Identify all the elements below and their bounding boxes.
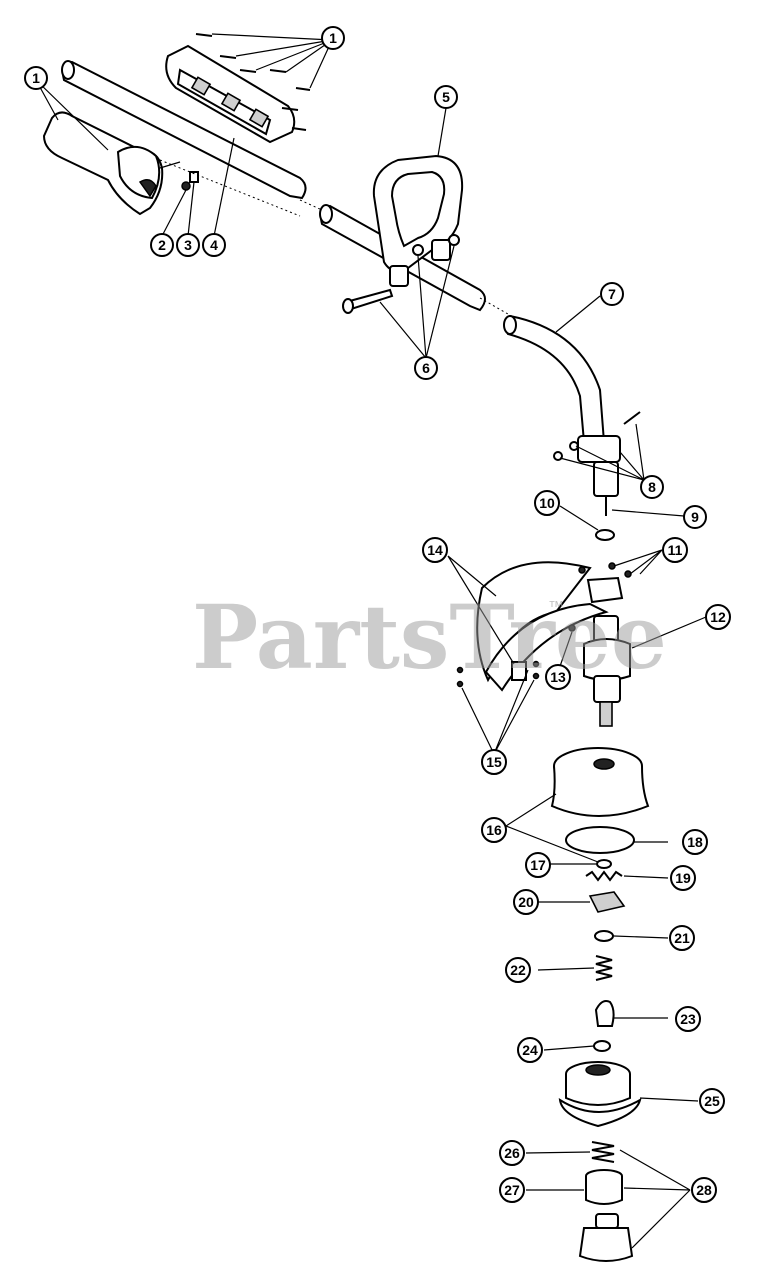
- gearhead-screw: [568, 624, 576, 632]
- callout-10[interactable]: 10: [534, 490, 560, 516]
- callout-4[interactable]: 4: [202, 233, 226, 257]
- callout-20[interactable]: 20: [513, 889, 539, 915]
- compression-spring: [595, 955, 613, 981]
- callout-22[interactable]: 22: [505, 957, 531, 983]
- callout-24[interactable]: 24: [517, 1037, 543, 1063]
- callout-3[interactable]: 3: [176, 233, 200, 257]
- svg-text:20: 20: [518, 894, 534, 910]
- callout-17[interactable]: 17: [525, 852, 551, 878]
- housing-screws: [195, 33, 311, 131]
- svg-text:8: 8: [648, 479, 656, 495]
- handle-bolt: [342, 234, 460, 314]
- svg-text:26: 26: [504, 1145, 520, 1161]
- svg-text:1: 1: [329, 30, 337, 46]
- callout-16[interactable]: 16: [481, 817, 507, 843]
- handle-housing-left: [42, 111, 181, 216]
- callout-19[interactable]: 19: [670, 865, 696, 891]
- svg-text:21: 21: [674, 930, 690, 946]
- callout-27[interactable]: 27: [499, 1177, 525, 1203]
- svg-text:24: 24: [522, 1042, 538, 1058]
- gearhead-housing: [583, 615, 631, 727]
- callout-9[interactable]: 9: [683, 505, 707, 529]
- svg-text:3: 3: [184, 237, 192, 253]
- lock-nut: [181, 181, 191, 191]
- callout-11[interactable]: 11: [662, 537, 688, 563]
- svg-text:5: 5: [442, 89, 450, 105]
- watermark-trademark: ™: [548, 599, 564, 616]
- callout-25[interactable]: 25: [699, 1088, 725, 1114]
- svg-text:22: 22: [510, 962, 526, 978]
- callout-26[interactable]: 26: [499, 1140, 525, 1166]
- svg-text:18: 18: [687, 834, 703, 850]
- upper-shaft: [61, 60, 307, 200]
- part-drawings: [42, 33, 650, 1262]
- svg-text:6: 6: [422, 360, 430, 376]
- bump-knob: [578, 1213, 634, 1262]
- curved-lower-shaft: [503, 314, 606, 443]
- o-ring: [565, 826, 635, 854]
- svg-text:15: 15: [486, 754, 502, 770]
- guard-screws: [456, 660, 540, 688]
- callout-14[interactable]: 14: [422, 537, 448, 563]
- svg-text:27: 27: [504, 1182, 520, 1198]
- shaft-clamp: [553, 411, 641, 497]
- svg-text:9: 9: [691, 509, 699, 525]
- callout-23[interactable]: 23: [675, 1006, 701, 1032]
- svg-text:23: 23: [680, 1011, 696, 1027]
- shaft-washer: [595, 529, 615, 541]
- svg-text:25: 25: [704, 1093, 720, 1109]
- guard-bracket: [578, 562, 632, 604]
- spool-housing: [550, 747, 650, 817]
- handle-housing-right: [165, 44, 296, 144]
- svg-text:17: 17: [530, 857, 546, 873]
- guard-shield: [476, 561, 609, 692]
- line-spool: [558, 1061, 642, 1128]
- callout-12[interactable]: 12: [705, 604, 731, 630]
- svg-text:2: 2: [158, 237, 166, 253]
- callouts: 1 1 2 3 4 5 6 7 8 9 10 11 12 13 14: [24, 26, 731, 1203]
- callout-18[interactable]: 18: [682, 829, 708, 855]
- svg-text:4: 4: [210, 237, 218, 253]
- watermark: PartsTree ™: [192, 585, 667, 689]
- small-spring: [585, 870, 623, 882]
- svg-text:13: 13: [550, 669, 566, 685]
- bump-adapter: [585, 1169, 623, 1205]
- svg-text:28: 28: [696, 1182, 712, 1198]
- svg-text:1: 1: [32, 70, 40, 86]
- bearing-retainer: [588, 891, 626, 913]
- callout-1-left[interactable]: 1: [24, 66, 48, 90]
- callout-8[interactable]: 8: [640, 475, 664, 499]
- spool-spring: [591, 1141, 615, 1163]
- svg-text:10: 10: [539, 495, 555, 511]
- watermark-text: PartsTree: [192, 585, 667, 689]
- callout-1-top[interactable]: 1: [321, 26, 345, 50]
- callout-28[interactable]: 28: [691, 1177, 717, 1203]
- callout-2[interactable]: 2: [150, 233, 174, 257]
- spool-cap: [594, 1000, 615, 1027]
- spacer-washer: [594, 930, 614, 942]
- callout-21[interactable]: 21: [669, 925, 695, 951]
- callout-13[interactable]: 13: [545, 664, 571, 690]
- svg-text:16: 16: [486, 822, 502, 838]
- callout-15[interactable]: 15: [481, 749, 507, 775]
- svg-text:7: 7: [608, 286, 616, 302]
- svg-text:12: 12: [710, 609, 726, 625]
- spool-washer: [596, 859, 612, 869]
- callout-6[interactable]: 6: [414, 356, 438, 380]
- svg-text:11: 11: [668, 542, 683, 558]
- callout-7[interactable]: 7: [600, 282, 624, 306]
- svg-text:19: 19: [675, 870, 691, 886]
- svg-text:14: 14: [427, 542, 443, 558]
- retaining-ring: [593, 1040, 611, 1052]
- callout-5[interactable]: 5: [434, 85, 458, 109]
- assist-handle: [372, 154, 464, 287]
